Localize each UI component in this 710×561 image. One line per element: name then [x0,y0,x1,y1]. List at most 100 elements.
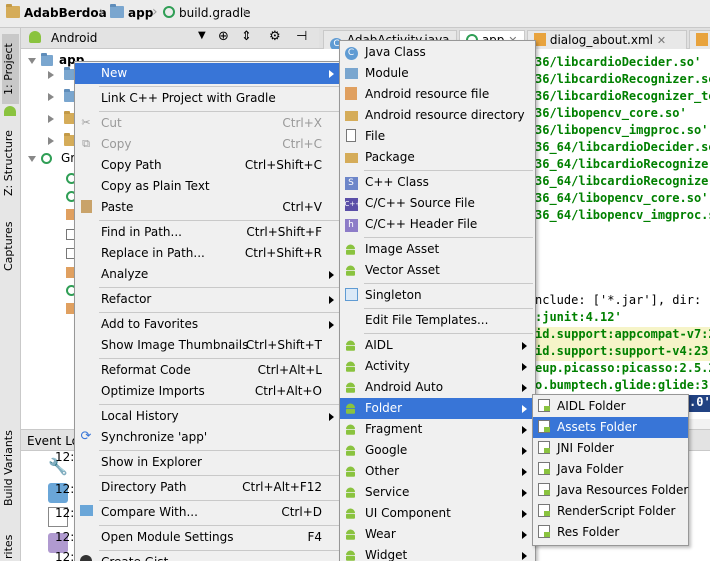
menu-item-label: Paste [101,200,134,214]
new-item-android-auto[interactable]: Android Auto [340,377,535,398]
dropdown-arrow-icon[interactable]: ▼ [198,30,206,41]
new-item-wear[interactable]: Wear [340,524,535,545]
tab-build-variants[interactable]: Build Variants [2,430,15,506]
gear-icon[interactable]: ⚙ [269,29,281,44]
new-item-folder[interactable]: Folder [340,398,535,419]
folder-item-java-folder[interactable]: Java Folder [533,459,688,480]
new-item-aidl[interactable]: AIDL [340,335,535,356]
expand-icon[interactable] [48,137,54,145]
folder-item-res-folder[interactable]: Res Folder [533,522,688,543]
tab-structure[interactable]: Z: Structure [2,130,15,196]
new-item-activity[interactable]: Activity [340,356,535,377]
menu-item-label: Singleton [365,288,422,302]
breadcrumb-project[interactable]: AdabBerdoa [6,4,107,22]
view-selector[interactable]: Android [51,31,98,45]
menu-item-new[interactable]: New [75,63,342,84]
new-item-widget[interactable]: Widget [340,545,535,561]
clear-icon[interactable] [48,533,68,553]
hide-icon[interactable]: ⊣ [296,29,308,44]
menu-item-compare-with[interactable]: Compare With...Ctrl+D [75,502,342,523]
new-item-edit-file-templates[interactable]: Edit File Templates... [340,310,535,331]
breadcrumb-file[interactable]: build.gradle [163,6,251,22]
event-log-title[interactable]: Event Log [27,434,87,448]
menu-item-synchronize-app[interactable]: ⟳Synchronize 'app' [75,427,342,448]
new-item-google[interactable]: Google [340,440,535,461]
folder-item-assets-folder[interactable]: Assets Folder [533,417,688,438]
menu-item-label: Reformat Code [101,363,191,377]
gradle-scripts-label[interactable]: Gr [61,151,76,165]
menu-item-refactor[interactable]: Refactor [75,289,342,310]
menu-item-label: Directory Path [101,480,187,494]
new-item-fragment[interactable]: Fragment [340,419,535,440]
menu-item-copy-as-plain-text[interactable]: Copy as Plain Text [75,176,342,197]
menu-item-label: Replace in Path... [101,246,205,260]
menu-item-label: Optimize Imports [101,384,205,398]
new-item-image-asset[interactable]: Image Asset [340,239,535,260]
menu-item-label: Show Image Thumbnails [101,338,249,352]
tab-favorites[interactable]: rites [2,534,15,560]
android-icon [344,444,357,457]
menu-item-show-in-explorer[interactable]: Show in Explorer [75,452,342,473]
menu-item-create-gist[interactable]: Create Gist... [75,552,342,561]
new-item-package[interactable]: Package [340,147,535,168]
balloon-icon[interactable] [48,483,68,503]
resource-file-icon [344,87,358,101]
menu-shortcut: Ctrl+Shift+C [244,158,322,172]
new-item-vector-asset[interactable]: Vector Asset [340,260,535,281]
new-item-android-resource-directory[interactable]: Android resource directory [340,105,535,126]
new-item-file[interactable]: File [340,126,535,147]
menu-item-local-history[interactable]: Local History [75,406,342,427]
menu-item-label: Package [365,150,415,164]
menu-item-replace-in-path[interactable]: Replace in Path...Ctrl+Shift+R [75,243,342,264]
menu-item-find-in-path[interactable]: Find in Path...Ctrl+Shift+F [75,222,342,243]
menu-item-analyze[interactable]: Analyze [75,264,342,285]
folder-item-java-resources-folder[interactable]: Java Resources Folder [533,480,688,501]
settings-icon[interactable] [48,507,68,527]
menu-separator [99,500,340,501]
tab-captures[interactable]: Captures [2,221,15,271]
android-icon [344,528,357,541]
menu-item-link-c-project-with-gradle[interactable]: Link C++ Project with Gradle [75,88,342,109]
wrench-icon[interactable]: 🔧 [48,457,68,476]
folder-item-jni-folder[interactable]: JNI Folder [533,438,688,459]
new-item-singleton[interactable]: Singleton [340,285,535,306]
expand-icon[interactable] [28,156,36,162]
submenu-arrow-icon [522,468,527,476]
folder-item-aidl-folder[interactable]: AIDL Folder [533,396,688,417]
collapse-icon[interactable]: ⇕ [241,29,252,44]
expand-icon[interactable] [48,115,54,123]
new-item-other[interactable]: Other [340,461,535,482]
expand-icon[interactable] [48,71,54,79]
tab-project[interactable]: 1: Project [2,34,19,104]
new-item-c-c-source-file[interactable]: C++C/C++ Source File [340,193,535,214]
gist-icon [79,555,93,561]
new-item-service[interactable]: Service [340,482,535,503]
android-folder-icon [537,483,551,497]
sync-scroll-icon[interactable]: ⊕ [218,29,229,44]
new-item-module[interactable]: Module [340,63,535,84]
new-item-ui-component[interactable]: UI Component [340,503,535,524]
tab-dialog-about[interactable]: dialog_about.xml ✕ [527,30,687,49]
folder-item-renderscript-folder[interactable]: RenderScript Folder [533,501,688,522]
breadcrumb-module[interactable]: app [110,4,153,22]
new-item-android-resource-file[interactable]: Android resource file [340,84,535,105]
tab-dia[interactable]: dia [689,30,710,49]
expand-icon[interactable] [48,93,54,101]
menu-item-label: New [101,66,128,80]
java-class-icon: C [344,45,358,60]
menu-item-add-to-favorites[interactable]: Add to Favorites [75,314,342,335]
close-icon[interactable]: ✕ [656,34,667,47]
